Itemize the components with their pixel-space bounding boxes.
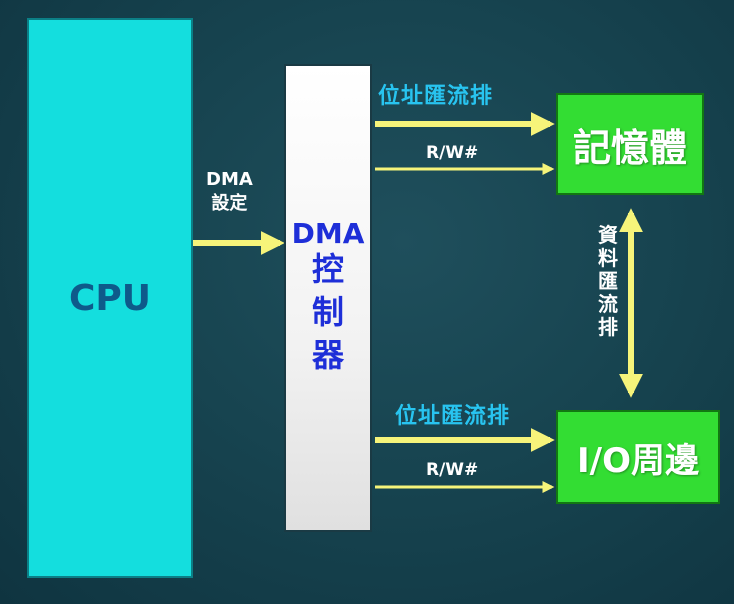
dma-controller-title: DMA bbox=[291, 216, 365, 250]
data-bus-char: 料 bbox=[598, 246, 618, 270]
data-bus-char: 匯 bbox=[598, 269, 618, 293]
dma-controller-char: 制 bbox=[311, 293, 344, 332]
data-bus-label: 資 料 匯 流 排 bbox=[596, 224, 620, 339]
dma-controller-char: 器 bbox=[311, 336, 344, 375]
data-bus-char: 流 bbox=[598, 292, 618, 316]
dma-setting-line2: 設定 bbox=[211, 193, 248, 215]
dma-controller-char: 控 bbox=[311, 249, 344, 288]
dma-setting-line1: DMA bbox=[206, 169, 253, 190]
top-address-bus-label: 位址匯流排 bbox=[378, 84, 494, 109]
io-peripheral-label: I/O周邊 bbox=[577, 440, 699, 481]
data-bus-char: 資 bbox=[598, 223, 618, 247]
dma-setting-label: DMA 設定 bbox=[206, 168, 253, 217]
cpu-box: CPU bbox=[27, 18, 193, 578]
io-peripheral-box: I/O周邊 bbox=[556, 410, 720, 504]
data-bus-char: 排 bbox=[598, 315, 618, 339]
bottom-rw-label: R/W# bbox=[426, 460, 479, 480]
dma-controller-box: DMA 控 制 器 bbox=[284, 64, 372, 532]
bottom-address-bus-label: 位址匯流排 bbox=[395, 404, 511, 429]
memory-label: 記憶體 bbox=[572, 125, 687, 170]
cpu-label: CPU bbox=[68, 277, 152, 319]
top-rw-label: R/W# bbox=[426, 143, 479, 163]
memory-box: 記憶體 bbox=[556, 93, 704, 195]
